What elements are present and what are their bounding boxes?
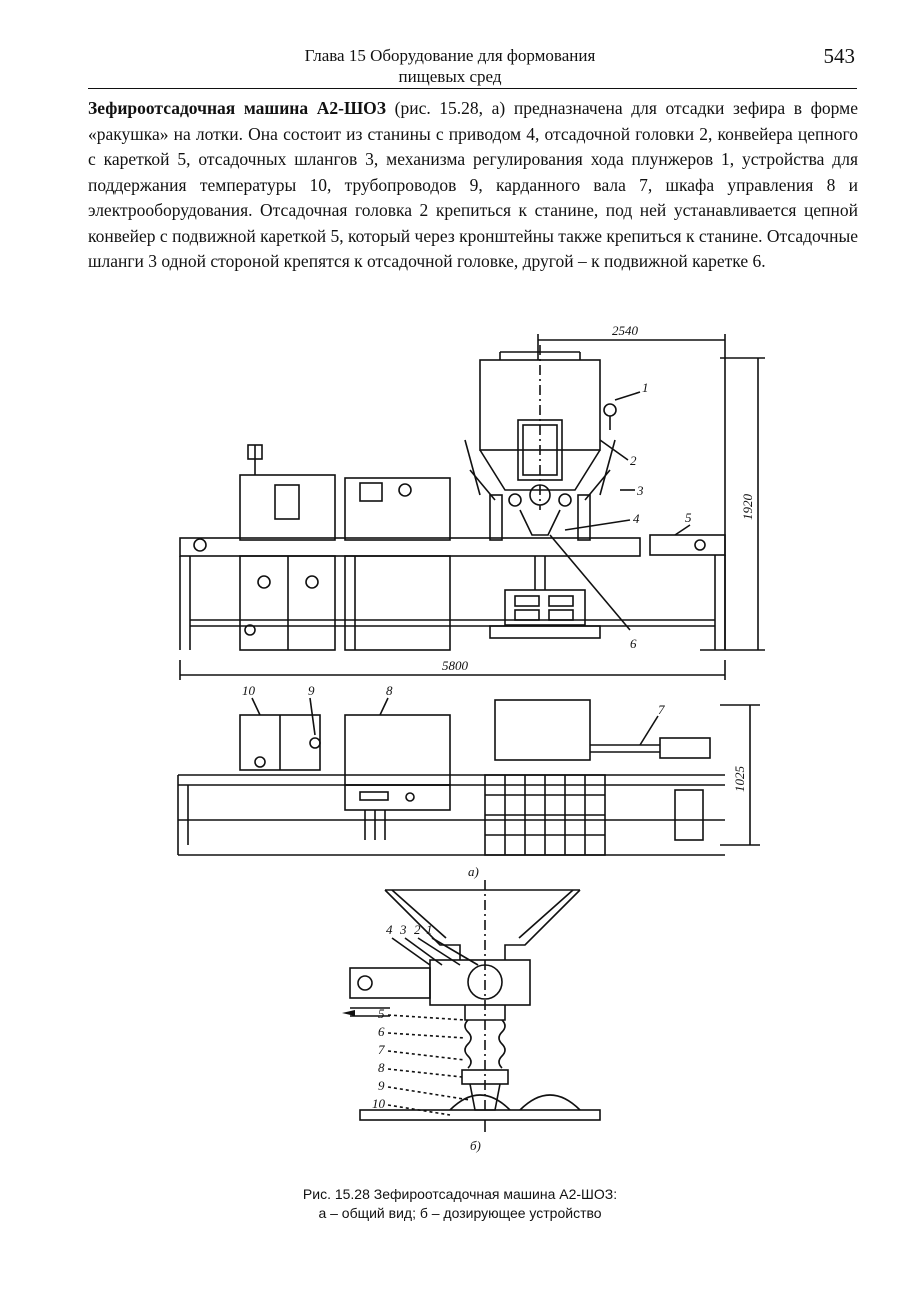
paragraph-text: (рис. 15.28, а) предназначена для отсадк…: [88, 98, 859, 271]
front-label-6: 6: [630, 636, 637, 651]
plan-label-7: 7: [658, 702, 665, 717]
caption-line2: а – общий вид; б – дозирующее устройство: [318, 1205, 602, 1221]
front-label-1: 1: [642, 380, 649, 395]
detail-label-10: 10: [372, 1096, 386, 1111]
dim-width-top: 2540: [612, 323, 639, 338]
detail-label-1: 1: [426, 922, 433, 937]
figure-caption: Рис. 15.28 Зефироотсадочная машина А2-ШО…: [200, 1185, 720, 1223]
detail-label-2: 2: [414, 922, 421, 937]
detail-label-4: 4: [386, 922, 393, 937]
detail-label-6: 6: [378, 1024, 385, 1039]
dim-length-bottom: 5800: [442, 658, 469, 673]
plan-label-10: 10: [242, 683, 256, 698]
front-label-2: 2: [630, 453, 637, 468]
detail-label-7: 7: [378, 1042, 385, 1057]
body-paragraph: Зефироотсадочная машина А2-ШОЗ (рис. 15.…: [88, 96, 858, 275]
header-title-line2: пищевых сред: [398, 67, 502, 86]
caption-line1: Рис. 15.28 Зефироотсадочная машина А2-ШО…: [302, 1186, 618, 1202]
sublabel-b: б): [470, 1138, 481, 1153]
detail-label-3: 3: [399, 922, 407, 937]
header-rule: [88, 88, 857, 89]
sublabel-a: а): [468, 864, 479, 879]
front-label-5: 5: [685, 510, 692, 525]
detail-label-5: 5: [378, 1006, 385, 1021]
running-header: Глава 15 Оборудование для формования пищ…: [260, 45, 640, 87]
header-title-line1: Глава 15 Оборудование для формования: [304, 46, 596, 65]
page-number: 543: [823, 44, 856, 68]
plan-label-8: 8: [386, 683, 393, 698]
front-label-3: 3: [636, 483, 644, 498]
detail-label-9: 9: [378, 1078, 385, 1093]
paragraph-lead: Зефироотсадочная машина А2-ШОЗ: [88, 98, 387, 118]
front-label-4: 4: [633, 511, 640, 526]
dim-height-plan: 1025: [732, 766, 747, 793]
dim-height-right: 1920: [740, 494, 755, 521]
plan-label-9: 9: [308, 683, 315, 698]
detail-label-8: 8: [378, 1060, 385, 1075]
technical-drawing: 2540 1920 5800 1025 1 2 3 4 5 6 10 9 8 7…: [177, 323, 765, 1153]
